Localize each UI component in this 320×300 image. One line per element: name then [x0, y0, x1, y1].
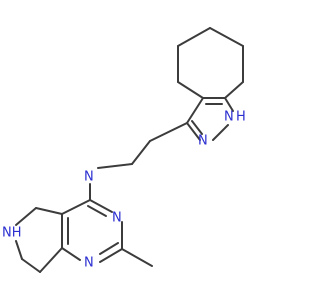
atom-pyrimidine-n-upper: N [112, 211, 122, 226]
cyclohexane-ring [177, 27, 244, 99]
pyrazole-ring [186, 97, 234, 141]
methyl-bond [121, 248, 153, 267]
pyrimidine-ring [61, 199, 123, 263]
structure-diagram: N N N H NH N N [2, 27, 246, 273]
atom-pyrazole-h: H [236, 110, 246, 125]
atom-amine-n: N [84, 170, 94, 185]
azepine-ring [15, 207, 63, 273]
atom-pyrimidine-n-lower: N [84, 256, 94, 271]
atom-azepine-nh: NH [2, 226, 22, 241]
ethyl-linker [97, 122, 188, 169]
atom-pyrazole-n: N [198, 134, 208, 149]
atom-pyrazole-nh: N [224, 110, 234, 125]
